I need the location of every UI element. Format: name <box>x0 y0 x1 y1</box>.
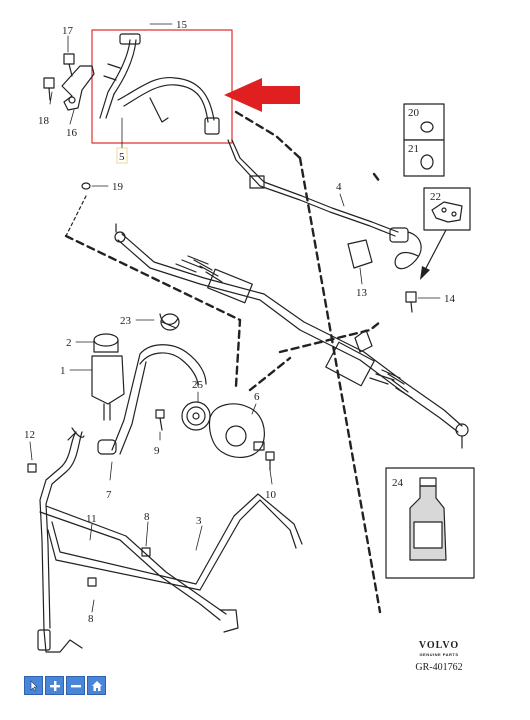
steering-rack <box>117 233 463 433</box>
hose-5 <box>99 39 137 119</box>
callout-24: 24 <box>392 477 404 489</box>
callout-15: 15 <box>176 19 188 31</box>
callout-25: 25 <box>192 379 204 391</box>
home-icon <box>91 680 102 691</box>
cursor-button[interactable] <box>24 676 43 695</box>
callout-7: 7 <box>106 489 112 501</box>
highlight-box <box>91 29 233 144</box>
callout-21: 21 <box>408 143 419 155</box>
part-box-21 <box>403 139 445 177</box>
callout-12: 12 <box>24 429 35 441</box>
zoom-in-icon <box>49 680 60 691</box>
zoom-out-icon <box>70 684 81 687</box>
red-arrow <box>224 78 300 112</box>
callout-6: 6 <box>254 391 260 403</box>
mount-13 <box>347 239 373 269</box>
brand-block: VOLVO GENUINE PARTS GR-401762 <box>404 640 474 673</box>
pump-6 <box>208 403 265 458</box>
brand-logo: VOLVO <box>418 640 460 651</box>
hose-5-upper <box>117 76 215 123</box>
home-button[interactable] <box>87 676 106 695</box>
callout-22: 22 <box>430 191 441 203</box>
part-box-22 <box>423 187 471 231</box>
o-ring-19 <box>81 182 91 190</box>
viewer-toolbar <box>24 676 106 695</box>
callout-14: 14 <box>444 293 456 305</box>
callout-19: 19 <box>112 181 124 193</box>
callout-1: 1 <box>60 365 66 377</box>
callout-9: 9 <box>154 445 160 457</box>
drawing-code: GR-401762 <box>415 662 463 673</box>
callout-18: 18 <box>38 115 50 127</box>
bracket-16 <box>61 65 95 111</box>
callout-2: 2 <box>66 337 72 349</box>
cursor-icon <box>30 679 38 691</box>
hose-7 <box>111 344 207 455</box>
callout-16: 16 <box>66 127 78 139</box>
reservoir-1 <box>91 355 125 405</box>
callout-8a: 8 <box>144 511 150 523</box>
callout-23: 23 <box>120 315 132 327</box>
clamp-23 <box>159 313 179 329</box>
callout-20: 20 <box>408 107 420 119</box>
callout-3: 3 <box>196 515 202 527</box>
callout-5-box <box>116 147 128 164</box>
zoom-out-button[interactable] <box>66 676 85 695</box>
callout-4: 4 <box>336 181 342 193</box>
callout-5: 5 <box>119 151 125 163</box>
callout-17: 17 <box>62 25 74 37</box>
pulley-25 <box>181 401 211 431</box>
callout-10: 10 <box>265 489 277 501</box>
callout-8b: 8 <box>88 613 94 625</box>
callout-11: 11 <box>86 513 97 525</box>
pipe-11 <box>39 431 83 631</box>
brand-subtitle: GENUINE PARTS <box>419 652 459 657</box>
callout-13: 13 <box>356 287 368 299</box>
pipe-4 <box>227 139 399 237</box>
zoom-in-button[interactable] <box>45 676 64 695</box>
